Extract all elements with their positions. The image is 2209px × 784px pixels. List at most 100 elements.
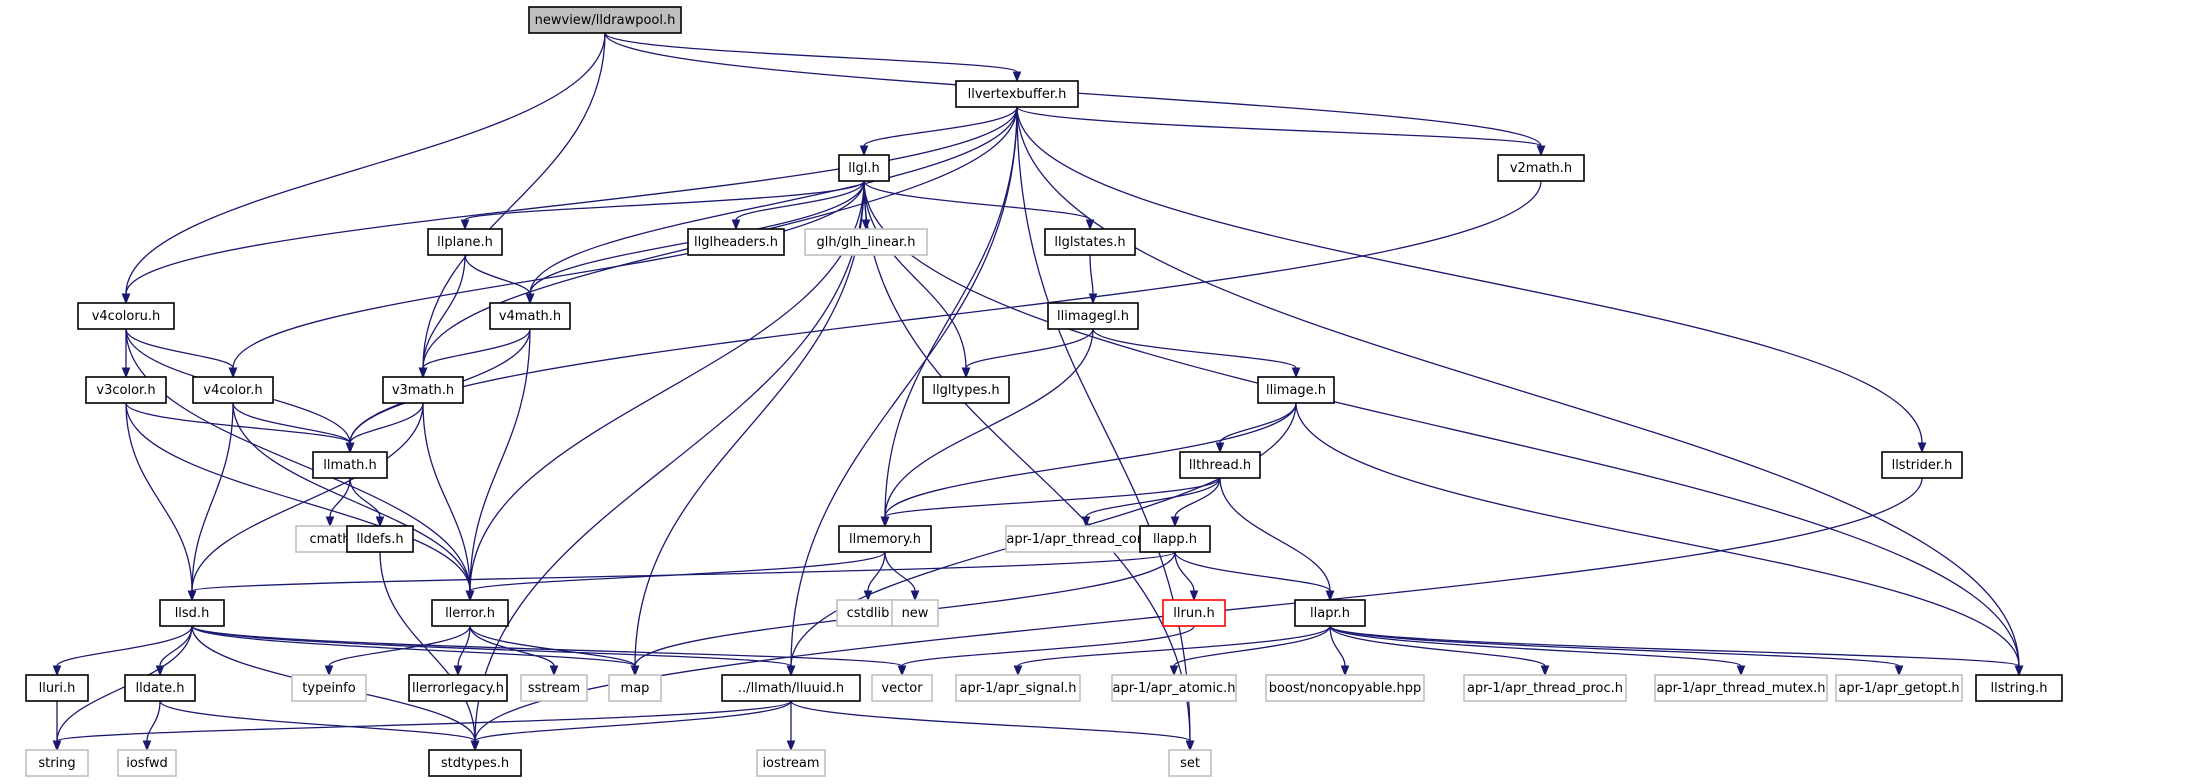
- edge-llgl-to-llplane: [460, 180, 865, 231]
- node-lluri[interactable]: lluri.h: [25, 674, 89, 702]
- edge-llapr-to-apr-thread-mutex: [1329, 625, 1746, 677]
- node-v4coloru[interactable]: v4coloru.h: [77, 302, 175, 330]
- node-glh-linear[interactable]: glh/glh_linear.h: [804, 228, 928, 256]
- node-stdtypes[interactable]: stdtypes.h: [428, 749, 522, 777]
- edge-line: [191, 402, 234, 592]
- edge-lluuid-to-stdtypes: [470, 700, 792, 752]
- edge-llmath-to-cmath: [325, 477, 351, 528]
- edge-arrowhead: [121, 367, 131, 379]
- node-box: [1463, 674, 1627, 702]
- edge-llsd-to-vector: [191, 625, 907, 677]
- edge-line: [1016, 106, 1191, 742]
- edge-line: [191, 402, 424, 592]
- edge-arrowhead: [731, 219, 741, 231]
- node-v2math[interactable]: v2math.h: [1497, 154, 1585, 182]
- node-llrun[interactable]: llrun.h: [1162, 599, 1226, 627]
- node-llglstates[interactable]: llglstates.h: [1044, 228, 1136, 256]
- node-llplane[interactable]: llplane.h: [427, 228, 503, 256]
- node-set[interactable]: set: [1168, 749, 1212, 777]
- node-new[interactable]: new: [891, 599, 939, 627]
- node-llmemory[interactable]: llmemory.h: [838, 525, 932, 553]
- node-label: newview/lldrawpool.h: [535, 13, 676, 28]
- node-apr-thread-mutex[interactable]: apr-1/apr_thread_mutex.h: [1654, 674, 1828, 702]
- node-lluuid[interactable]: ../llmath/lluuid.h: [721, 674, 861, 702]
- edge-line: [349, 477, 381, 518]
- edge-llvertexbuffer-to-llstrider: [1016, 106, 1927, 454]
- node-vector[interactable]: vector: [871, 674, 933, 702]
- node-typeinfo[interactable]: typeinfo: [291, 674, 367, 702]
- edge-line: [1085, 477, 1221, 518]
- edge-lldate-to-iosfwd: [142, 700, 161, 752]
- node-cstdlib[interactable]: cstdlib: [836, 599, 900, 627]
- edge-line: [464, 180, 865, 221]
- node-map[interactable]: map: [608, 674, 662, 702]
- node-llstrider[interactable]: llstrider.h: [1881, 451, 1963, 479]
- node-string[interactable]: string: [25, 749, 89, 777]
- node-label: glh/glh_linear.h: [816, 235, 915, 250]
- edge-line: [125, 32, 606, 295]
- node-lldefs[interactable]: lldefs.h: [346, 525, 414, 553]
- edge-line: [159, 625, 193, 667]
- node-box: [687, 228, 785, 256]
- node-llimage[interactable]: llimage.h: [1257, 376, 1335, 404]
- node-apr-getopt[interactable]: apr-1/apr_getopt.h: [1835, 674, 1963, 702]
- edge-llvertexbuffer-to-llstring: [1016, 106, 2024, 677]
- node-apr-thread-proc[interactable]: apr-1/apr_thread_proc.h: [1463, 674, 1627, 702]
- node-llthread[interactable]: llthread.h: [1179, 451, 1261, 479]
- node-v3math[interactable]: v3math.h: [382, 376, 464, 404]
- node-lldrawpool[interactable]: newview/lldrawpool.h: [528, 6, 682, 34]
- edge-line: [469, 625, 555, 667]
- edge-line: [328, 625, 471, 667]
- edge-llplane-to-v4math: [464, 254, 535, 305]
- node-llgltypes[interactable]: llgltypes.h: [922, 376, 1010, 404]
- node-iosfwd[interactable]: iosfwd: [117, 749, 177, 777]
- node-label: llglstates.h: [1054, 235, 1125, 250]
- edge-llvertexbuffer-to-v2math: [1016, 106, 1546, 157]
- node-llerrorlegacy[interactable]: llerrorlegacy.h: [408, 674, 508, 702]
- node-llapr[interactable]: llapr.h: [1294, 599, 1366, 627]
- node-llvertexbuffer[interactable]: llvertexbuffer.h: [955, 80, 1079, 108]
- node-iostream[interactable]: iostream: [756, 749, 826, 777]
- node-box: [838, 154, 890, 182]
- edge-llapr-to-llstring: [1329, 625, 2024, 677]
- node-box: [1179, 451, 1261, 479]
- node-noncopyable[interactable]: boost/noncopyable.hpp: [1265, 674, 1425, 702]
- node-label: llsd.h: [175, 606, 210, 621]
- node-llglheaders[interactable]: llglheaders.h: [687, 228, 785, 256]
- edge-line: [1089, 254, 1094, 295]
- node-box: [1265, 674, 1425, 702]
- node-llimagegl[interactable]: llimagegl.h: [1047, 302, 1139, 330]
- edge-arrowhead: [786, 740, 796, 752]
- node-v3color[interactable]: v3color.h: [85, 376, 167, 404]
- edge-arrowhead: [1170, 516, 1180, 528]
- edge-llmath-to-lldefs: [349, 477, 385, 528]
- edge-arrowhead: [1169, 665, 1179, 677]
- edge-line: [884, 477, 1221, 518]
- edge-line: [232, 402, 351, 444]
- node-llmath[interactable]: llmath.h: [312, 451, 388, 479]
- edge-line: [474, 180, 865, 742]
- node-lldate[interactable]: lldate.h: [124, 674, 196, 702]
- node-v4color[interactable]: v4color.h: [192, 376, 274, 404]
- node-label: llrun.h: [1173, 606, 1214, 621]
- edge-line: [329, 477, 351, 518]
- node-llerror[interactable]: llerror.h: [431, 599, 509, 627]
- node-llgl[interactable]: llgl.h: [838, 154, 890, 182]
- edge-llglstates-to-llimagegl: [1088, 254, 1098, 305]
- edge-arrowhead: [786, 665, 796, 677]
- edge-arrowhead: [1894, 665, 1904, 677]
- node-v4math[interactable]: v4math.h: [489, 302, 571, 330]
- edge-arrowhead: [1917, 442, 1927, 454]
- edge-arrowhead: [1540, 665, 1550, 677]
- node-sstream[interactable]: sstream: [520, 674, 588, 702]
- node-box: [291, 674, 367, 702]
- node-apr-atomic[interactable]: apr-1/apr_atomic.h: [1111, 674, 1237, 702]
- edge-arrowhead: [1536, 145, 1546, 157]
- node-box: [1497, 154, 1585, 182]
- node-apr-signal[interactable]: apr-1/apr_signal.h: [955, 674, 1081, 702]
- node-llapp[interactable]: llapp.h: [1139, 525, 1211, 553]
- node-llstring[interactable]: llstring.h: [1975, 674, 2063, 702]
- node-llsd[interactable]: llsd.h: [159, 599, 225, 627]
- edge-llgl-to-set: [863, 180, 1195, 752]
- edge-line: [457, 625, 471, 667]
